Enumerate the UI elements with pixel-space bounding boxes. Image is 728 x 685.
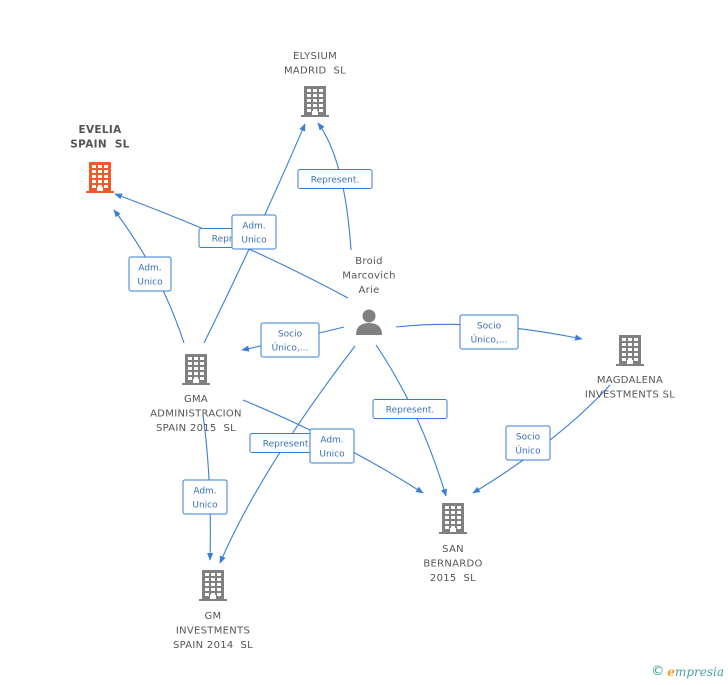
building-icon (616, 335, 644, 366)
edge-label-broid-sanbernardo[interactable]: Represent. (372, 399, 448, 419)
edge-label-text: Único,... (471, 334, 508, 346)
person-icon (356, 309, 382, 335)
edge-label-broid-elysium[interactable]: Represent. (297, 169, 373, 189)
edge-label-text: Único,... (272, 342, 309, 354)
edge-label-gma-gminv[interactable]: Adm. Unico (182, 479, 228, 515)
node-label-magdalena: INVESTMENTS SL (585, 390, 675, 401)
node-gminv[interactable]: GM INVESTMENTS SPAIN 2014 SL (173, 570, 253, 651)
building-icon (439, 503, 467, 534)
edge-labels-layer: Represent.Represent.Adm.UnicoAdm.UnicoSo… (128, 169, 551, 515)
edge-label-text: Represent. (263, 440, 311, 450)
node-magdalena[interactable]: MAGDALENA INVESTMENTS SL (585, 335, 675, 401)
edge-label-box (459, 314, 519, 350)
edge-label-text: Socio (477, 322, 502, 332)
node-label-gminv: INVESTMENTS (176, 626, 250, 637)
edge-label-gma-evelia[interactable]: Adm. Unico (128, 256, 172, 292)
node-label-sanbernardo: 2015 SL (430, 573, 476, 584)
node-evelia[interactable]: EVELIA SPAIN SL (70, 124, 129, 193)
edge-label-box (297, 169, 373, 189)
edge-label-box (260, 322, 320, 358)
node-label-gma: ADMINISTRACION (150, 409, 242, 420)
node-label-gminv: GM (205, 611, 222, 622)
edge-label-text: Represent. (386, 406, 434, 416)
node-label-elysium: ELYSIUM (293, 51, 337, 62)
edge-label-box (309, 428, 355, 464)
node-label-gma: SPAIN 2015 SL (156, 423, 236, 434)
nodes-layer: ELYSIUM MADRID SL EVELIA SPAIN SL BroidMarco… (70, 51, 675, 651)
node-label-elysium: MADRID SL (284, 66, 346, 77)
edge-label-text: Unico (319, 450, 345, 460)
building-icon (301, 86, 329, 117)
node-gma[interactable]: GMA ADMINISTRACION SPAIN 2015 SL (150, 354, 242, 434)
building-icon (199, 570, 227, 601)
node-label-gma: GMA (184, 394, 208, 405)
edge-label-box (231, 214, 277, 250)
node-label-sanbernardo: SAN (442, 544, 464, 555)
edge-magdalena-sanbernardo (472, 384, 611, 494)
edge-label-text: Unico (241, 236, 267, 246)
edge-label-gma-sanbernardo[interactable]: Adm. Unico (309, 428, 355, 464)
node-label-magdalena: MAGDALENA (597, 375, 663, 386)
edge-label-text: Socio (278, 330, 303, 340)
edge-label-text: Socio (516, 433, 541, 443)
edge-label-text: Adm. (138, 264, 161, 274)
edge-label-text: Adm. (193, 487, 216, 497)
edge-label-box (182, 479, 228, 515)
edge-broid-gminv (219, 345, 356, 564)
brand-name: mpresia (674, 664, 724, 679)
edge-label-broid-gma[interactable]: SocioÚnico,... (260, 322, 320, 358)
edge-label-text: Unico (137, 278, 163, 288)
node-label-gminv: SPAIN 2014 SL (173, 640, 253, 651)
edge-label-text: Unico (192, 501, 218, 511)
building-icon (182, 354, 210, 385)
node-label-sanbernardo: BERNARDO (423, 559, 482, 570)
node-label-evelia: SPAIN SL (70, 139, 129, 151)
node-label-broid: Broid (355, 256, 383, 267)
footer-brand: © empresia (651, 664, 724, 679)
edge-label-text: Adm. (242, 222, 265, 232)
node-label-evelia: EVELIA (79, 124, 123, 136)
edge-label-text: Adm. (320, 436, 343, 446)
edge-broid-sanbernardo (375, 344, 447, 497)
node-elysium[interactable]: ELYSIUM MADRID SL (284, 51, 346, 117)
edge-label-box (128, 256, 172, 292)
node-label-broid: Arie (358, 285, 379, 296)
brand-logo: empresia (667, 665, 724, 679)
edge-label-broid-magdalena[interactable]: SocioÚnico,... (459, 314, 519, 350)
edge-label-text: Represent. (311, 176, 359, 186)
building-icon (86, 162, 114, 193)
copyright-symbol: © (651, 664, 665, 679)
brand-initial: e (667, 664, 675, 679)
edge-label-gma-elysium[interactable]: Adm. Unico (231, 214, 277, 250)
node-label-broid: Marcovich (342, 271, 396, 282)
edge-label-box (505, 425, 551, 461)
node-sanbernardo[interactable]: SAN BERNARDO 2015 SL (423, 503, 482, 584)
edge-label-box (372, 399, 448, 419)
edge-label-text: Único (515, 445, 541, 457)
